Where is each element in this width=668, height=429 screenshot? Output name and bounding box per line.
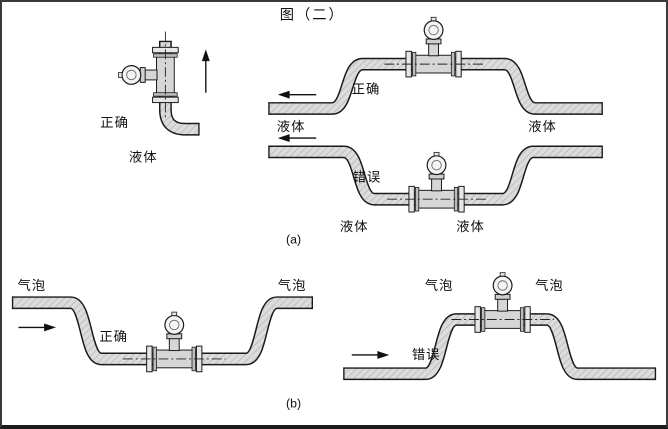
label-medium: 液体: [129, 150, 158, 165]
diagram-b1-lowered-meter: 气泡 气泡 正确: [11, 278, 313, 373]
flow-arrow-left-icon: [277, 90, 317, 99]
label-status: 正确: [99, 329, 128, 344]
label-medium-left: 气泡: [425, 278, 454, 293]
label-status: 错误: [353, 169, 382, 184]
label-medium-right: 液体: [528, 119, 557, 134]
label-medium-left: 液体: [340, 219, 369, 234]
label-medium-left: 液体: [277, 119, 306, 134]
section-b-label: (b): [286, 396, 301, 410]
diagram-b2-raised-meter: 气泡 气泡 错误: [343, 272, 657, 381]
section-a-label: (a): [286, 233, 301, 247]
flow-arrow-right-icon: [18, 323, 56, 332]
flowmeter: [474, 272, 531, 333]
diagram-a2-raised-meter: 液体 正确 液体: [268, 16, 603, 134]
label-status: 错误: [412, 347, 441, 362]
flowmeter: [117, 46, 179, 104]
label-status: 正确: [352, 82, 381, 97]
label-medium-right: 气泡: [278, 278, 307, 293]
flow-arrow-left-icon: [277, 134, 317, 143]
label-status: 正确: [100, 115, 129, 130]
flow-arrow-right-icon: [351, 351, 390, 359]
figure-title: 图（二）: [280, 7, 345, 24]
flow-arrow-up-icon: [201, 49, 210, 93]
diagram-a3-lowered-meter: 错误 液体 液体: [268, 134, 603, 234]
label-medium-right: 气泡: [535, 278, 564, 293]
flowmeter: [405, 16, 462, 78]
label-medium-left: 气泡: [17, 278, 46, 293]
flowmeter: [146, 311, 203, 373]
diagram-a1-vertical-meter: 正确 液体: [100, 31, 210, 165]
flowmeter: [408, 151, 465, 213]
label-medium-right: 液体: [456, 219, 485, 234]
